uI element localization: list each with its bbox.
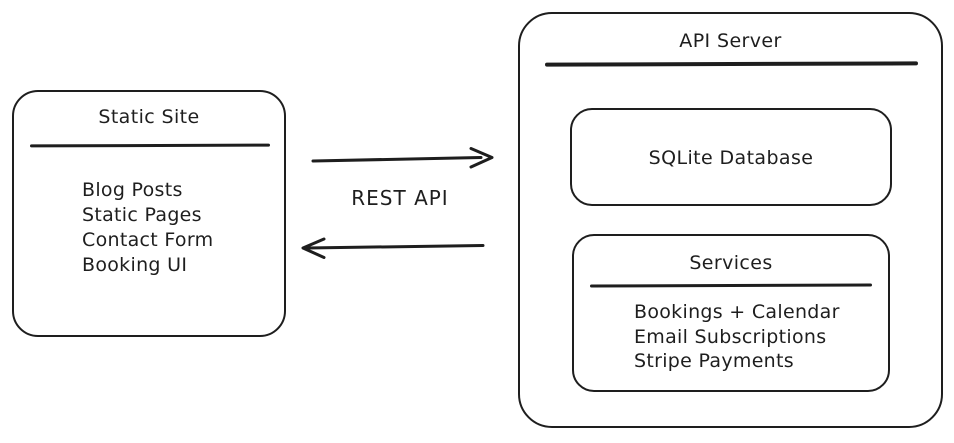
static-site-box: Static Site Blog Posts Static Pages Cont…: [12, 90, 286, 337]
connection-arrows: [301, 147, 494, 259]
arrow-right-shaft: [311, 156, 483, 163]
list-item: Booking UI: [82, 254, 188, 276]
list-item: Blog Posts: [82, 179, 183, 201]
api-server-title: API Server: [679, 30, 782, 52]
list-item: Bookings + Calendar: [634, 301, 840, 323]
static-site-title: Static Site: [98, 106, 200, 128]
api-server-divider: [544, 61, 919, 67]
list-item: Contact Form: [82, 229, 214, 251]
list-item: Email Subscriptions: [634, 325, 827, 348]
list-item: Static Pages: [82, 204, 202, 226]
services-box: Services Bookings + Calendar Email Subsc…: [572, 234, 890, 392]
arrow-left-shaft: [305, 244, 485, 250]
list-item: Stripe Payments: [634, 350, 794, 372]
services-title: Services: [689, 252, 773, 274]
static-site-divider: [29, 143, 271, 148]
arrow-right-head: [469, 147, 494, 169]
sqlite-database-box: SQLite Database: [570, 108, 892, 206]
services-list: Bookings + Calendar Email Subscriptions …: [634, 300, 840, 374]
static-site-list: Blog Posts Static Pages Contact Form Boo…: [82, 178, 213, 278]
rest-api-label: REST API: [351, 186, 449, 210]
services-divider: [589, 283, 873, 288]
sqlite-database-title: SQLite Database: [648, 147, 814, 169]
arrow-left-head: [301, 237, 326, 259]
